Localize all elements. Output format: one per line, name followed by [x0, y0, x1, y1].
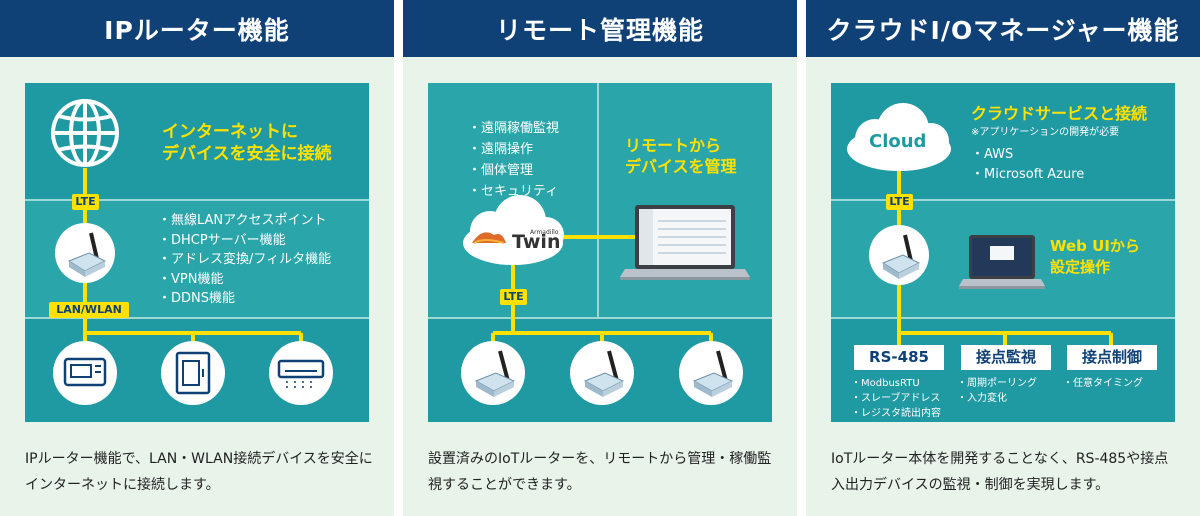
- description: IPルーター機能で、LAN・WLAN接続デバイスを安全にインターネットに接続しま…: [25, 451, 373, 493]
- description: 設置済みのIoTルーターを、リモートから管理・稼働監視することができます。: [428, 451, 772, 493]
- air-conditioner-icon: [269, 341, 333, 405]
- service-list: ・AWS ・Microsoft Azure: [971, 145, 1084, 185]
- cloud-label: Twin: [512, 231, 561, 253]
- heading: インターネットに デバイスを安全に接続: [162, 121, 332, 165]
- router-icon: [55, 223, 115, 283]
- diagram-ip-router: LTE LAN/WLAN インターネットに デバイスを安全に接続 ・無線LANア…: [25, 83, 369, 422]
- router-icon: [461, 341, 525, 405]
- list-item: ・VPN機能: [158, 271, 224, 287]
- list-item: ・周期ポーリング: [957, 378, 1037, 389]
- heading-line-1: インターネットに: [162, 122, 298, 142]
- cabinet-device-icon: [161, 341, 225, 405]
- meter-device-icon: [53, 341, 117, 405]
- list-item: ・無線LANアクセスポイント: [158, 213, 327, 228]
- list-item: ・セキュリティ: [468, 184, 559, 199]
- globe-icon: [51, 99, 119, 167]
- cloud-label: Cloud: [869, 131, 927, 152]
- rs485-items: ・ModbusRTU ・スレーブアドレス ・レジスタ読出内容: [851, 376, 941, 421]
- laptop-icon: [620, 205, 750, 280]
- contact-monitor-items: ・周期ポーリング ・入力変化: [957, 376, 1037, 406]
- cloud-small-label: Armadillo: [530, 229, 559, 236]
- contact-monitor-box: 接点監視: [961, 345, 1051, 370]
- router-icon: [570, 341, 634, 405]
- heading: リモートから デバイスを管理: [625, 135, 737, 177]
- list-item: ・アドレス変換/フィルタ機能: [158, 252, 332, 267]
- panel-cloud-io-manager: クラウドI/Oマネージャー機能: [806, 0, 1200, 516]
- router-icon: [679, 341, 743, 405]
- note: ※アプリケーションの開発が必要: [971, 127, 1120, 138]
- lte-tag: LTE: [72, 194, 99, 210]
- cloud-icon: [847, 103, 951, 171]
- lte-tag: LTE: [886, 194, 913, 210]
- list-item: ・ModbusRTU: [851, 378, 920, 389]
- heading-line-2: デバイスを安全に接続: [162, 144, 332, 164]
- armadillo-logo-icon: [472, 232, 506, 244]
- lan-wlan-tag: LAN/WLAN: [49, 302, 129, 318]
- webui-label: Web UIから 設定操作: [1050, 236, 1140, 278]
- feature-list: ・無線LANアクセスポイント ・DHCPサーバー機能 ・アドレス変換/フィルタ機…: [158, 211, 331, 309]
- contact-control-items: ・任意タイミング: [1063, 376, 1143, 391]
- list-item: ・レジスタ読出内容: [851, 408, 941, 419]
- lte-tag: LTE: [500, 289, 527, 305]
- heading-line-2: デバイスを管理: [625, 157, 737, 176]
- list-item: ・スレーブアドレス: [851, 393, 941, 404]
- list-item: ・AWS: [971, 147, 1014, 162]
- list-item: ・Microsoft Azure: [971, 167, 1085, 182]
- feature-list: ・遠隔稼働監視 ・遠隔操作 ・個体管理 ・セキュリティ: [468, 118, 559, 202]
- list-item: ・遠隔操作: [468, 142, 534, 157]
- list-item: ・遠隔稼働監視: [468, 121, 560, 136]
- list-item: ・入力変化: [957, 393, 1007, 404]
- diagram-svg: [428, 83, 772, 422]
- heading: クラウドサービスと接続: [971, 104, 1148, 123]
- rs485-box: RS-485: [854, 345, 944, 370]
- webui-line-2: 設定操作: [1050, 258, 1111, 276]
- list-item: ・DDNS機能: [158, 291, 235, 306]
- diagram-cloud-io-manager: Cloud クラウドサービスと接続 ※アプリケーションの開発が必要 ・AWS ・…: [831, 83, 1175, 422]
- webui-line-1: Web UIから: [1050, 237, 1140, 255]
- list-item: ・個体管理: [468, 163, 534, 178]
- panel-title: IPルーター機能: [0, 0, 394, 57]
- diagram-remote-management: ・遠隔稼働監視 ・遠隔操作 ・個体管理 ・セキュリティ Armadillo Tw…: [428, 83, 772, 422]
- heading-line-1: リモートから: [625, 136, 722, 155]
- router-icon: [869, 225, 929, 285]
- list-item: ・DHCPサーバー機能: [158, 232, 286, 248]
- panel-title: クラウドI/Oマネージャー機能: [806, 0, 1200, 57]
- list-item: ・任意タイミング: [1063, 378, 1143, 389]
- panel-title: リモート管理機能: [403, 0, 797, 57]
- panel-remote-management: リモート管理機能: [403, 0, 797, 516]
- panel-ip-router: IPルーター機能: [0, 0, 394, 516]
- contact-control-box: 接点制御: [1067, 345, 1157, 370]
- description: IoTルーター本体を開発することなく、RS-485や接点入出力デバイスの監視・制…: [831, 451, 1169, 493]
- diagram-svg: [25, 83, 369, 422]
- laptop-icon: [959, 235, 1045, 289]
